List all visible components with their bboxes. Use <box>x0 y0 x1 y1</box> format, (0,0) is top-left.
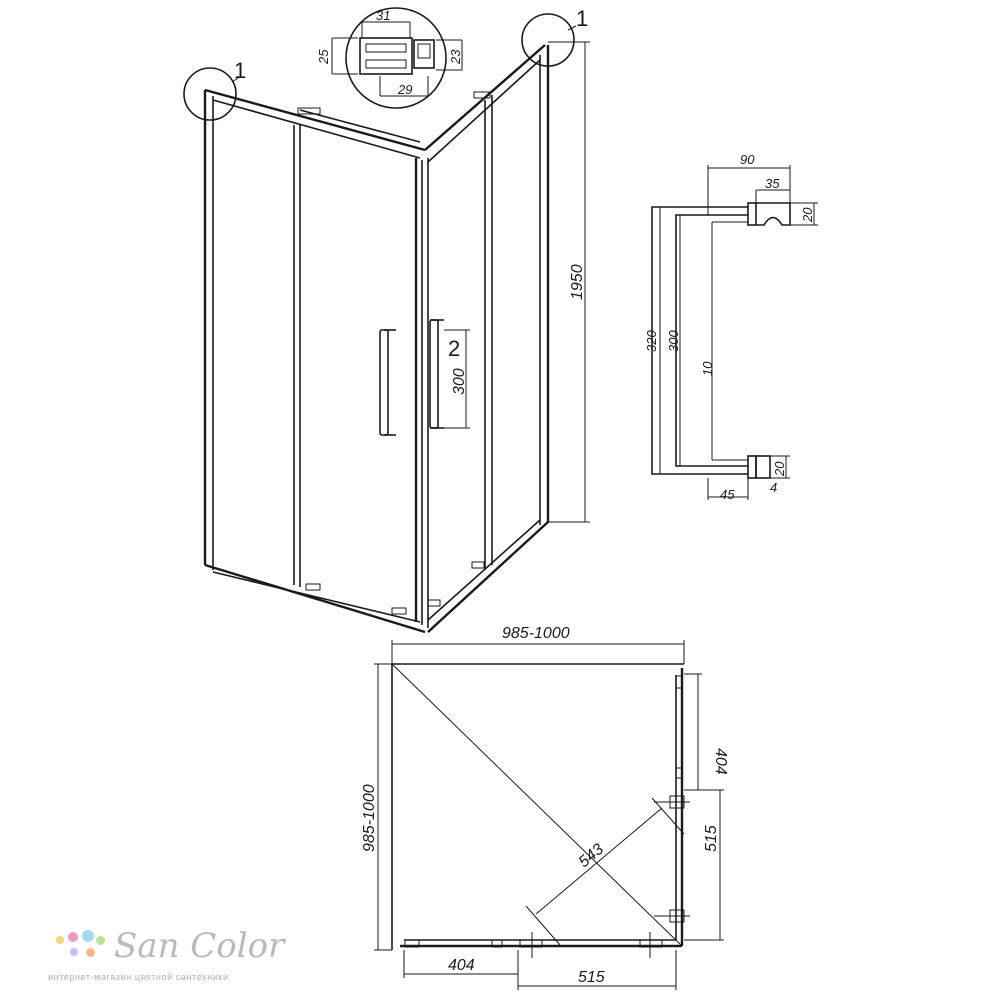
handle-inner-length-label: 300 <box>666 330 681 352</box>
door-handle-left <box>379 329 396 436</box>
corner-detail-circle-right <box>521 13 575 67</box>
plan-width-label: 985-1000 <box>502 625 570 642</box>
callout-corner-left: 1 <box>234 58 246 83</box>
callout-handle: 2 <box>448 336 460 361</box>
handle-mount-top-height-label: 20 <box>800 207 815 223</box>
plan-depth-label: 985-1000 <box>361 784 378 852</box>
height-dimension <box>548 41 590 523</box>
callout-corner-right: 1 <box>576 6 588 31</box>
corner-detail-circle-left <box>183 67 237 121</box>
brand-dot <box>68 932 78 942</box>
profile-bottom-width-label: 29 <box>397 82 412 97</box>
brand-dot <box>82 930 94 942</box>
brand-dot <box>86 948 95 957</box>
height-label: 1950 <box>569 264 586 300</box>
brand-dot <box>56 936 64 944</box>
door-handle-right <box>429 319 444 429</box>
profile-right-height-label: 23 <box>448 49 463 65</box>
handle-length-label: 300 <box>451 368 468 395</box>
plan-side-door-label: 515 <box>703 825 720 852</box>
brand-name: San Color <box>114 926 285 966</box>
handle-bar-thickness-label: 10 <box>700 361 715 376</box>
plan-entry-diagonal-label: 543 <box>576 841 607 871</box>
profile-top-width-label: 31 <box>376 8 390 23</box>
plan-view-drawing <box>374 640 724 990</box>
brand-dot <box>70 948 78 956</box>
handle-base-thickness-label: 4 <box>770 480 777 495</box>
handle-overall-length-label: 320 <box>644 330 659 352</box>
brand-logo: San Color интернет-магазин цветной санте… <box>48 922 328 992</box>
handle-mount-bottom-height-label: 20 <box>772 461 787 477</box>
profile-detail <box>331 7 463 109</box>
handle-length-dimension <box>444 329 470 429</box>
handle-offset-label: 45 <box>720 487 735 502</box>
brand-dot <box>96 936 105 945</box>
shower-enclosure-front-view <box>183 13 577 634</box>
handle-detail-drawing <box>651 165 818 500</box>
plan-side-fixed-label: 404 <box>712 748 729 775</box>
handle-depth-label: 90 <box>740 152 755 167</box>
profile-left-height-label: 25 <box>316 49 331 65</box>
plan-front-fixed-label: 404 <box>448 957 475 974</box>
plan-front-door-label: 515 <box>578 969 605 986</box>
handle-mount-width-label: 35 <box>765 176 780 191</box>
brand-tagline: интернет-магазин цветной сантехники <box>48 972 229 982</box>
